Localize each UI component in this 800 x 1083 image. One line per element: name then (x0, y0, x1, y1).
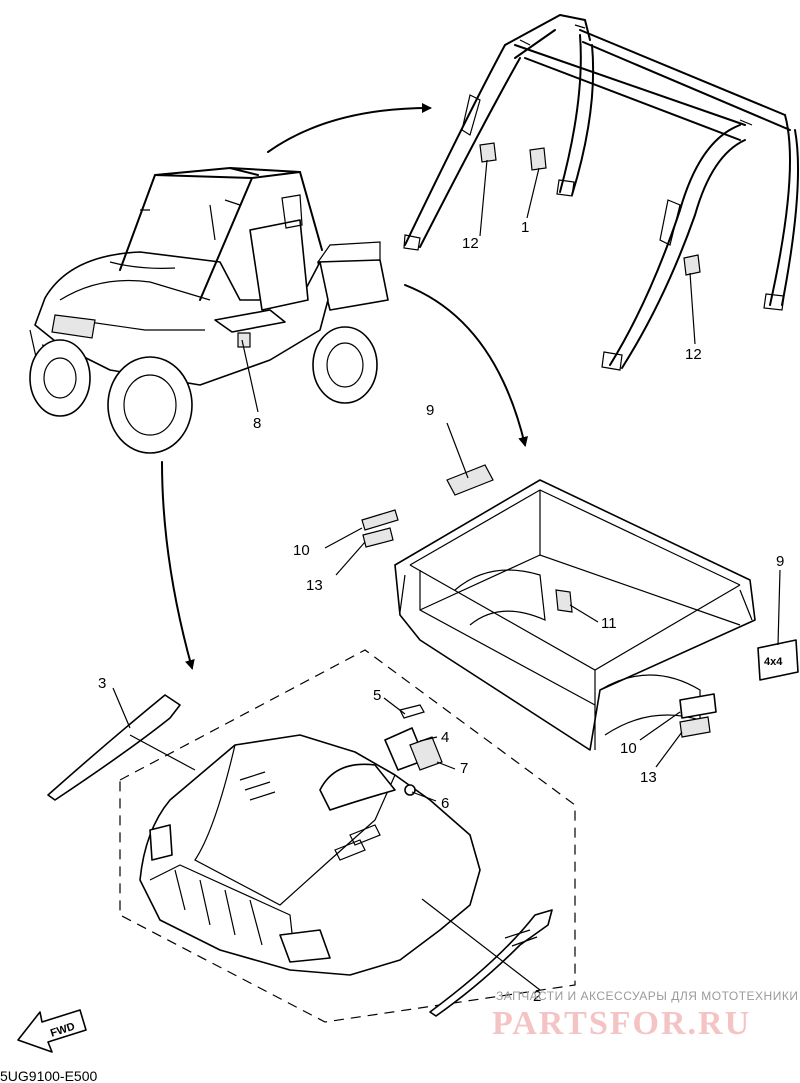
decal-10-left (361, 509, 399, 531)
decal-9-right (757, 639, 799, 681)
arrow-to-rollcage (267, 103, 432, 153)
callout-4: 4 (441, 729, 449, 746)
callout-9-right: 9 (776, 553, 784, 570)
leader-lines (112, 159, 781, 991)
stripe-decal-2 (429, 909, 553, 1017)
vehicle-illustration (29, 167, 389, 454)
callout-2: 2 (533, 988, 541, 1005)
decal-9-top (446, 464, 494, 496)
bed-decals: 4x4 (361, 464, 799, 738)
hood-dashed-boundary (119, 649, 576, 1023)
diagram-code: 5UG9100-E500 (0, 1068, 98, 1083)
fwd-arrow-icon (17, 1009, 87, 1053)
decal-12-left (479, 142, 497, 163)
callout-12-right: 12 (685, 346, 702, 363)
callout-1: 1 (521, 219, 529, 236)
watermark-tagline: ЗАПЧАСТИ И АКСЕССУАРЫ ДЛЯ МОТОТЕХНИКИ (496, 989, 798, 1003)
hood-pin-5 (399, 704, 425, 719)
callout-labels: 1 2 3 4 5 6 7 8 9 9 10 10 11 12 12 13 13 (98, 219, 784, 1005)
callout-11: 11 (601, 615, 617, 632)
callout-8: 8 (253, 415, 261, 432)
decal-10-right (679, 693, 717, 719)
fwd-arrow: FWD (17, 1009, 87, 1053)
cargo-bed-illustration (394, 479, 756, 751)
callout-10-right: 10 (620, 740, 637, 757)
decal-1 (529, 147, 547, 171)
svg-text:4x4: 4x4 (764, 656, 783, 668)
watermark: ЗАПЧАСТИ И АКСЕССУАРЫ ДЛЯ МОТОТЕХНИКИ PA… (492, 989, 798, 1042)
callout-9-top: 9 (426, 402, 434, 419)
hood-assembly (47, 649, 576, 1023)
roll-cage-illustration (403, 14, 800, 371)
stripe-decal-3 (47, 694, 181, 801)
callout-7: 7 (460, 760, 468, 777)
callout-13-left: 13 (306, 577, 323, 594)
callout-3: 3 (98, 675, 106, 692)
callout-5: 5 (373, 687, 381, 704)
callout-10-left: 10 (293, 542, 310, 559)
pointer-arrows (161, 103, 528, 670)
callout-12-left: 12 (462, 235, 479, 252)
callout-13-right: 13 (640, 769, 657, 786)
arrow-to-bed (404, 284, 528, 447)
decal-13-right (679, 716, 711, 738)
decal-13-left (362, 527, 394, 548)
watermark-logo-text: PARTSFOR.RU (492, 1005, 751, 1042)
decal-12-right (683, 254, 701, 276)
grommet-6 (404, 784, 416, 796)
decal-11 (555, 589, 573, 613)
arrow-to-hood (161, 461, 195, 670)
callout-6: 6 (441, 795, 449, 812)
